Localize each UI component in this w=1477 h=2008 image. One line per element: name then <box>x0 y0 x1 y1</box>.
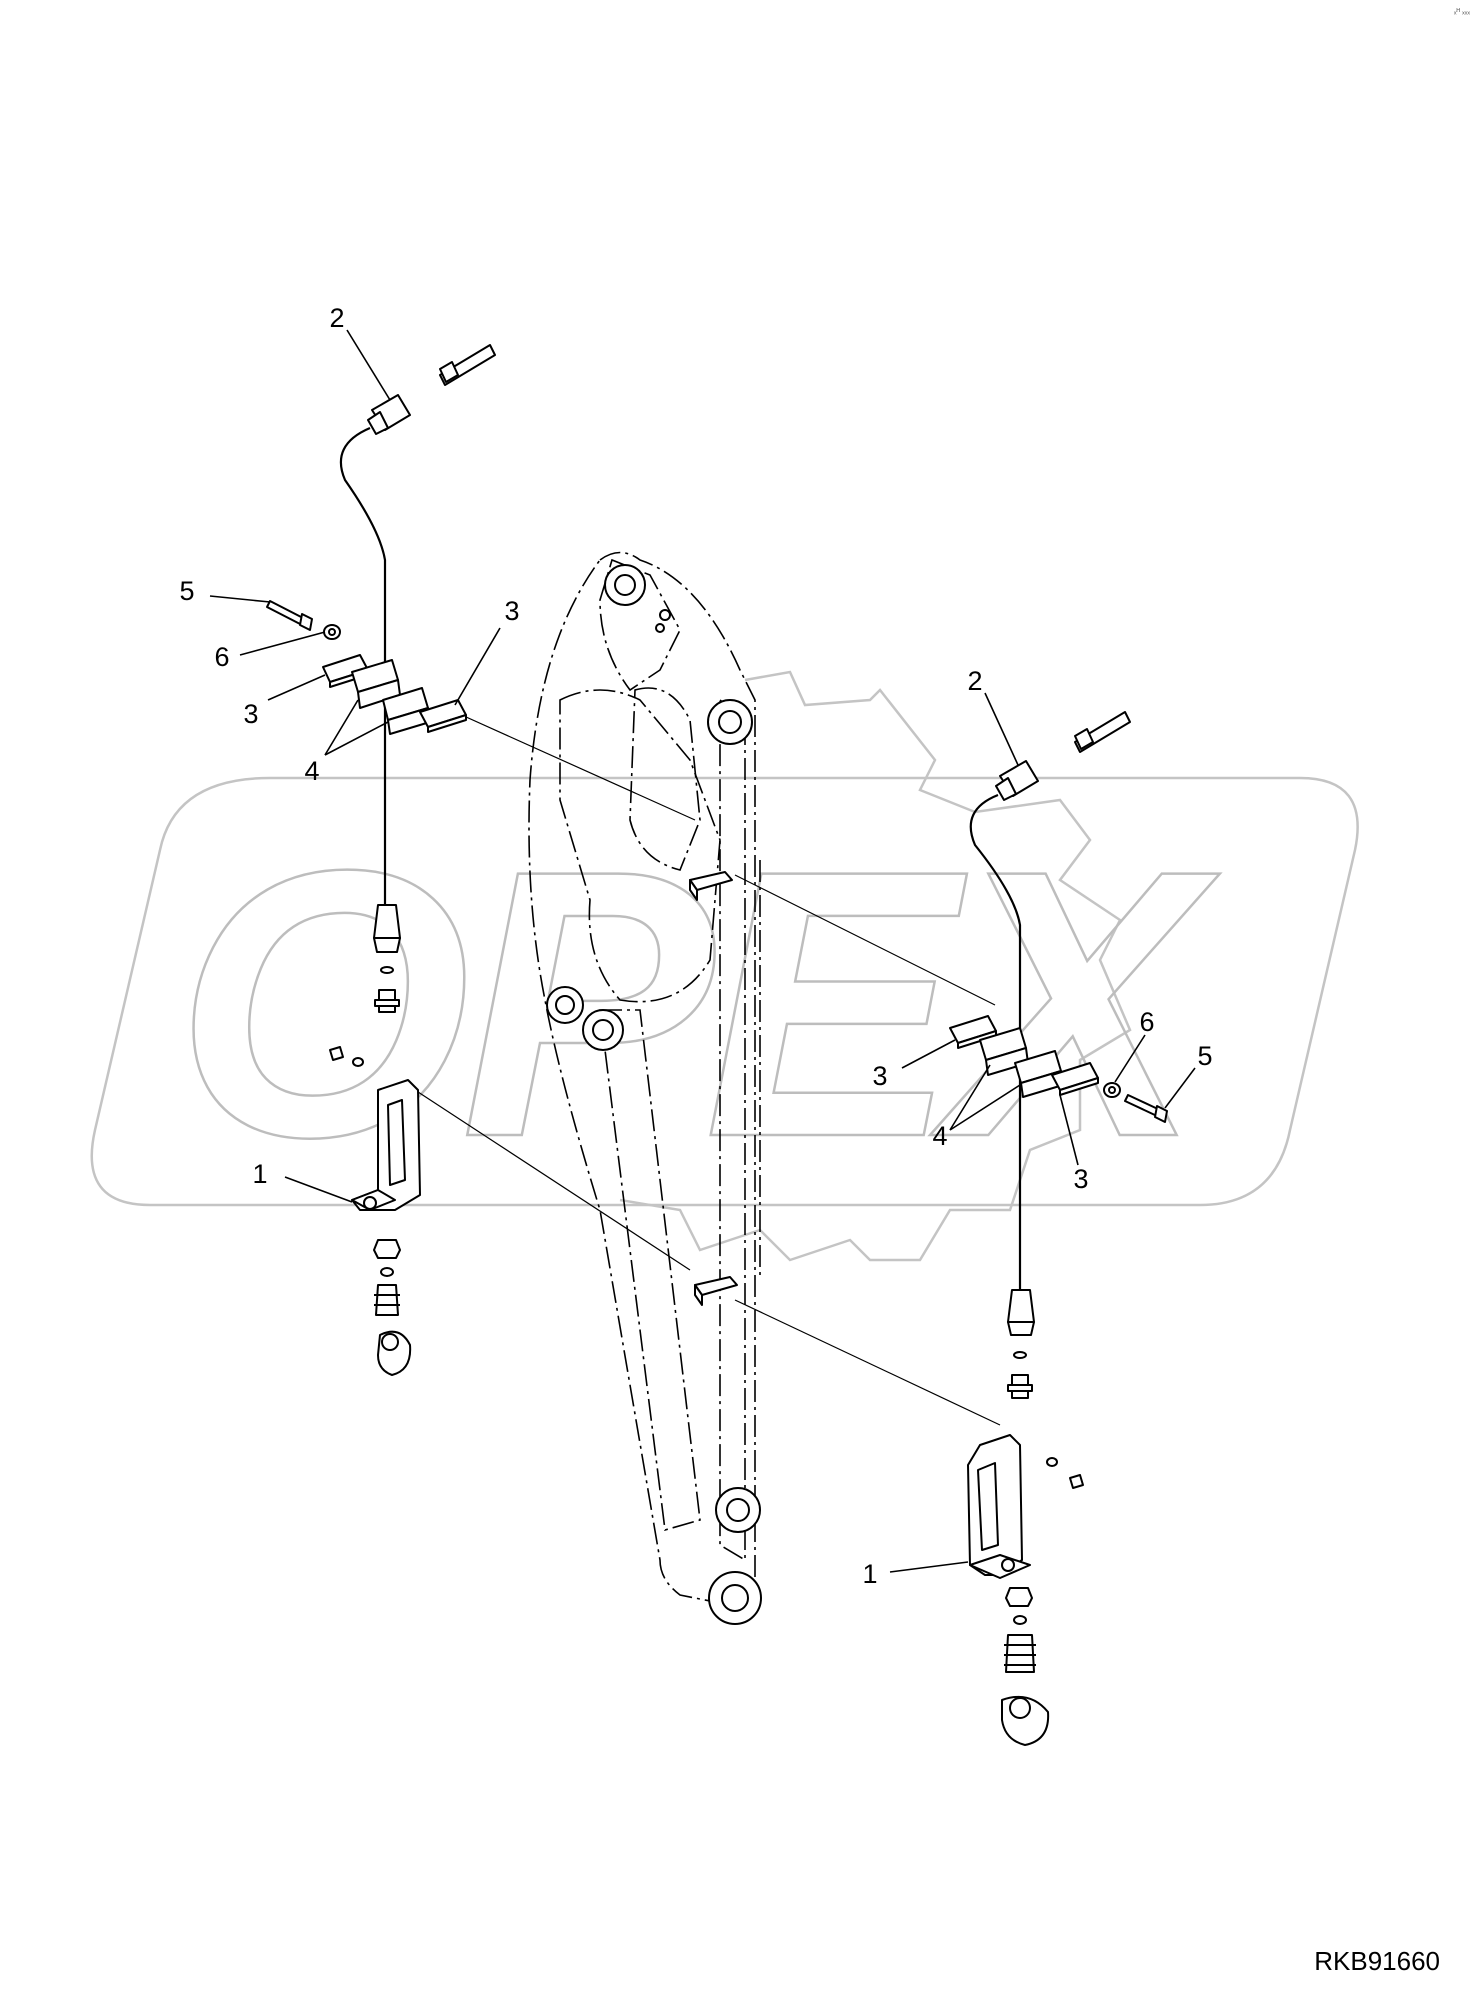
callout-2-left: 2 <box>329 303 344 333</box>
left-cable <box>339 426 387 905</box>
callout-1-left: 1 <box>252 1159 267 1189</box>
callout-2-right: 2 <box>967 666 982 696</box>
callout-3-left-b: 3 <box>504 596 519 626</box>
watermark: OPEX <box>90 670 1359 1262</box>
watermark-text: OPEX <box>175 791 1221 1216</box>
callout-1-right: 1 <box>862 1559 877 1589</box>
callout-6-right: 6 <box>1139 1007 1154 1037</box>
callout-5-left: 5 <box>179 576 194 606</box>
right-assembly <box>949 711 1168 1746</box>
drawing-code: RKB91660 <box>1314 1946 1440 1976</box>
callout-4-left: 4 <box>304 756 319 786</box>
callout-3-right-a: 3 <box>872 1061 887 1091</box>
callouts: 2 5 6 3 3 4 1 2 6 5 3 4 3 1 <box>179 303 1212 1589</box>
leader-lines <box>209 329 1196 1573</box>
callout-5-right: 5 <box>1197 1041 1212 1071</box>
callout-3-right-b: 3 <box>1073 1164 1088 1194</box>
corner-mark: ₓᴴ ₓₓₓ <box>1454 7 1471 16</box>
callout-3-left-a: 3 <box>243 699 258 729</box>
left-assembly <box>266 344 496 1376</box>
boom-arm <box>528 551 762 1625</box>
assembly-lines <box>414 711 1001 1426</box>
watermark-badge-outline <box>90 776 1359 1207</box>
callout-4-right: 4 <box>932 1121 947 1151</box>
right-cable <box>969 793 1022 1290</box>
callout-6-left: 6 <box>214 642 229 672</box>
watermark-gear-outline <box>619 670 1132 1262</box>
left-bolt-5 <box>266 600 306 626</box>
